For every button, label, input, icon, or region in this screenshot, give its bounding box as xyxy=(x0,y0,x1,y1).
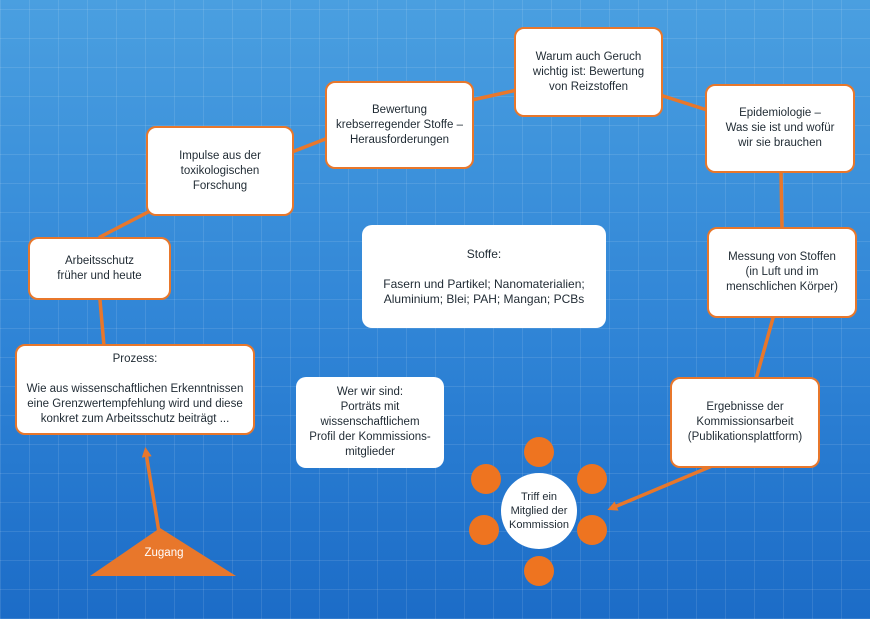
link-geruch-epidemiologie xyxy=(658,93,709,112)
member-dot[interactable] xyxy=(471,464,501,494)
node-stoffe[interactable]: Stoffe: Fasern und Partikel; Nanomateria… xyxy=(362,225,606,328)
link-ergebnisse-triff xyxy=(607,464,714,511)
link-epidemiologie-messung xyxy=(779,171,784,230)
link-zugang-prozess xyxy=(141,447,162,542)
node-geruch[interactable]: Warum auch Geruch wichtig ist: Bewertung… xyxy=(514,27,663,117)
node-epidemiologie[interactable]: Epidemiologie – Was sie ist und wofür wi… xyxy=(705,84,855,173)
member-dot[interactable] xyxy=(577,515,607,545)
link-krebs-geruch xyxy=(470,88,519,102)
node-impulse[interactable]: Impulse aus der toxikologischen Forschun… xyxy=(146,126,294,216)
zugang-label[interactable]: Zugang xyxy=(144,547,184,559)
link-arbeitsschutz-impulse xyxy=(98,208,154,239)
link-messung-ergebnisse xyxy=(754,316,775,381)
member-dot[interactable] xyxy=(577,464,607,494)
node-wer-wir-sind[interactable]: Wer wir sind: Porträts mit wissenschaftl… xyxy=(296,377,444,468)
node-arbeitsschutz[interactable]: Arbeitsschutz früher und heute xyxy=(28,237,171,300)
node-ergebnisse[interactable]: Ergebnisse der Kommissionsarbeit (Publik… xyxy=(670,377,820,468)
zugang-triangle xyxy=(90,528,236,576)
link-prozess-arbeitsschutz xyxy=(98,298,106,348)
member-dot[interactable] xyxy=(524,556,554,586)
member-dot[interactable] xyxy=(524,437,554,467)
link-impulse-krebs xyxy=(290,136,330,154)
member-dot[interactable] xyxy=(469,515,499,545)
node-krebs[interactable]: Bewertung krebserregender Stoffe – Herau… xyxy=(325,81,474,169)
node-triff-mitglied[interactable]: Triff ein Mitglied der Kommission xyxy=(501,473,577,549)
node-messung[interactable]: Messung von Stoffen (in Luft und im mens… xyxy=(707,227,857,318)
node-prozess[interactable]: Prozess: Wie aus wissenschaftlichen Erke… xyxy=(15,344,255,435)
